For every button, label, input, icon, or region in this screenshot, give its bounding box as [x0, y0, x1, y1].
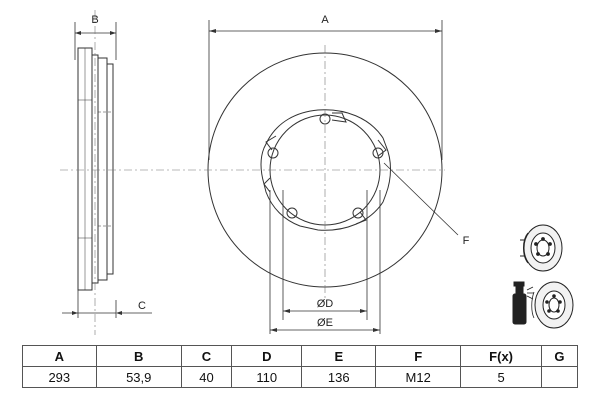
- dimension-label-b: B: [91, 14, 98, 26]
- dimension-label-c: C: [138, 300, 146, 312]
- center-lines: [60, 10, 445, 335]
- value-cell: 136: [301, 366, 377, 388]
- cleaning-spray-icon: [512, 281, 574, 329]
- header-cell: A: [22, 345, 97, 367]
- header-cell: E: [301, 345, 377, 367]
- value-cell: M12: [375, 366, 462, 388]
- brake-disc-drawing: B A C F ØD ØE: [60, 10, 574, 335]
- value-cell: [540, 366, 579, 388]
- table-header-row: A B C D E F F(x) G: [22, 345, 579, 367]
- header-cell: F(x): [460, 345, 542, 367]
- value-cell: 293: [22, 366, 97, 388]
- specification-table: A B C D E F F(x) G 293 53,9 40 110 136 M…: [22, 345, 579, 388]
- disc-front-view: [207, 20, 459, 334]
- dimension-label-f: F: [463, 235, 470, 247]
- value-cell: 110: [231, 366, 303, 388]
- dimension-label-d: ØD: [317, 298, 334, 310]
- dimension-label-e: ØE: [317, 317, 333, 329]
- value-cell: 40: [180, 366, 233, 388]
- header-cell: F: [375, 345, 462, 367]
- table-value-row: 293 53,9 40 110 136 M12 5: [22, 366, 579, 388]
- header-cell: B: [95, 345, 182, 367]
- disc-perspective-icon: [520, 224, 563, 272]
- value-cell: 53,9: [95, 366, 182, 388]
- dimension-label-a: A: [321, 14, 329, 26]
- header-cell: C: [180, 345, 233, 367]
- header-cell: D: [231, 345, 303, 367]
- value-cell: 5: [460, 366, 542, 388]
- disc-side-view: [62, 22, 152, 318]
- header-cell: G: [540, 345, 579, 367]
